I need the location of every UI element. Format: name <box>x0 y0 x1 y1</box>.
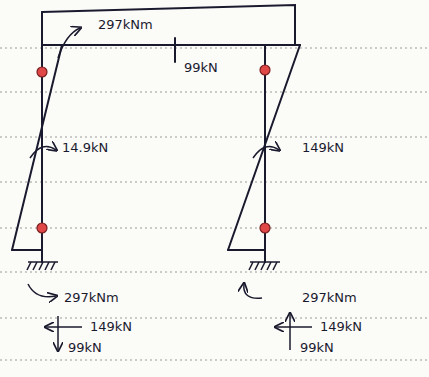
moment-arrows <box>28 28 279 298</box>
ruled-lines <box>0 48 429 360</box>
reaction-moment: 297kNm <box>300 290 359 306</box>
reaction-force: 99kN <box>298 340 336 356</box>
moment-value: 297kNm <box>96 17 155 33</box>
hinge-symbols <box>37 65 270 233</box>
frame-members <box>12 5 300 262</box>
reaction-force: 99kN <box>66 340 104 356</box>
reaction-force: 149kN <box>88 319 134 335</box>
force-value: 14.9kN <box>60 140 110 156</box>
force-value: 149kN <box>300 140 346 156</box>
reaction-moment: 297kNm <box>62 290 121 306</box>
ground-supports <box>27 262 280 270</box>
reaction-force: 149kN <box>318 319 364 335</box>
shear-value: 99kN <box>182 60 220 76</box>
